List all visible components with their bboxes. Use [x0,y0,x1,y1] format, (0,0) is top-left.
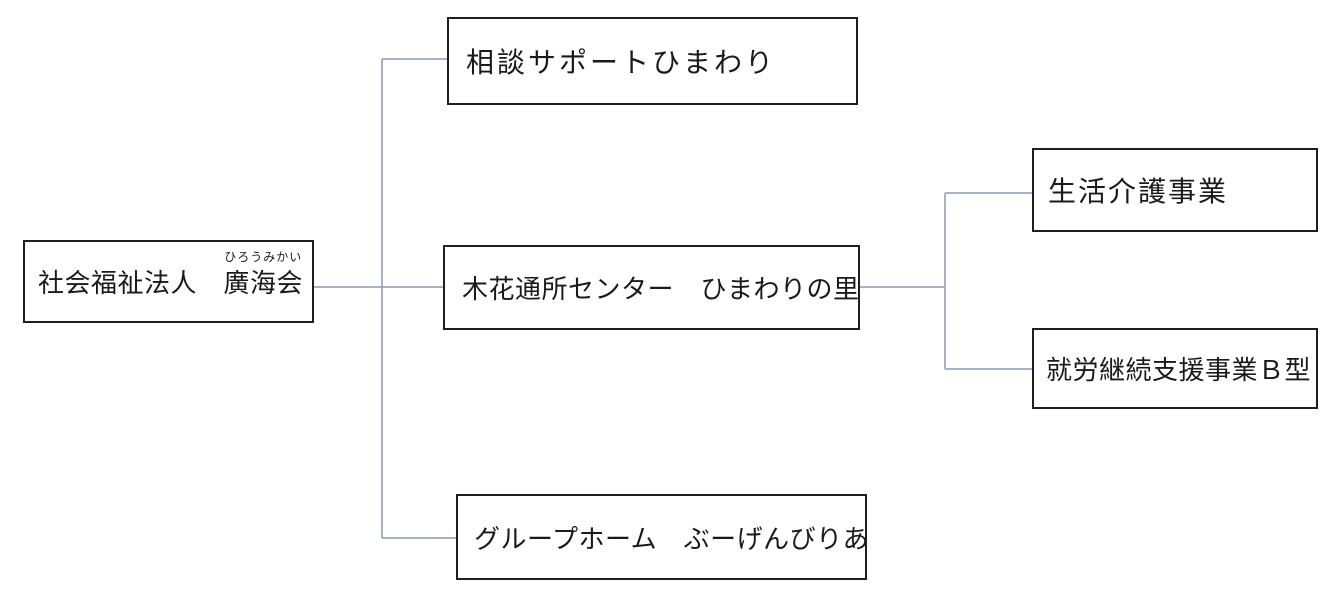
node-label: 就労継続支援事業Ｂ型 [1046,356,1312,386]
corporation-label: 社会福祉法人 ひろうみかい廣海会 [38,250,304,300]
node-consultation-support: 相談サポートひまわり [447,17,858,105]
corporation-prefix: 社会福祉法人 [38,269,224,299]
node-group-home: グループホーム ぶーげんびりあ [456,494,870,580]
corporation-name: ひろうみかい廣海会 [223,250,304,300]
node-life-care-service: 生活介護事業 [1032,148,1318,232]
node-corporation: 社会福祉法人 ひろうみかい廣海会 [23,240,314,323]
node-label: グループホーム ぶーげんびりあ [474,524,870,555]
node-employment-support-b: 就労継続支援事業Ｂ型 [1032,328,1318,409]
node-label: 相談サポートひまわり [466,46,777,79]
corporation-name-text: 廣海会 [223,269,304,299]
node-day-center: 木花通所センター ひまわりの里 [443,245,860,330]
corporation-furigana: ひろうみかい [224,250,303,264]
node-label: 木花通所センター ひまわりの里 [462,275,860,305]
node-label: 生活介護事業 [1048,175,1229,208]
